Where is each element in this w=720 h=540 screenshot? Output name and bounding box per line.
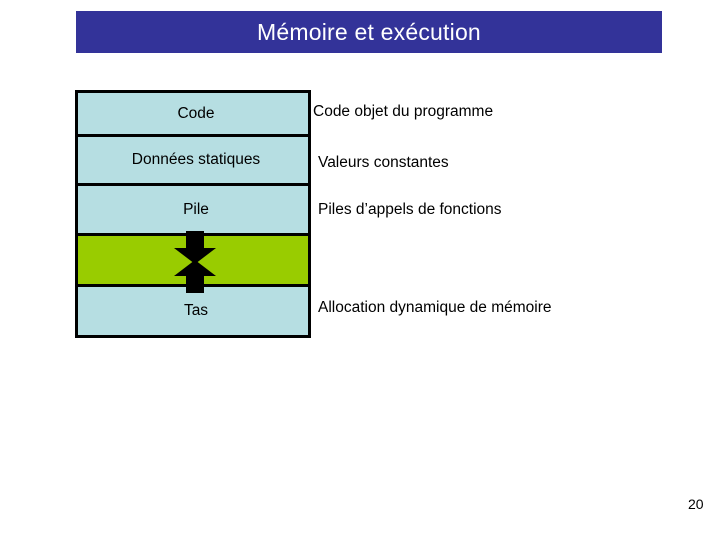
memory-segment-heap-label: Tas [183, 302, 209, 319]
description-code: Code objet du programme [313, 103, 494, 120]
description-stack: Piles d’appels de fonctions [318, 201, 502, 218]
memory-segment-stack: Pile [78, 186, 308, 236]
slide-title-bar: Mémoire et exécution [76, 11, 662, 53]
memory-segment-code: Code [78, 93, 308, 137]
memory-segment-code-label: Code [177, 104, 215, 122]
description-static-data: Valeurs constantes [318, 154, 449, 171]
description-heap: Allocation dynamique de mémoire [318, 299, 552, 316]
memory-layout-diagram: Code Données statiques Pile Tas [75, 90, 311, 338]
memory-segment-stack-label: Pile [183, 200, 209, 218]
memory-segment-heap: Tas [78, 287, 308, 335]
memory-segment-static-data-label: Données statiques [131, 151, 261, 168]
page-title: Mémoire et exécution [257, 18, 481, 45]
memory-segment-static-data: Données statiques [78, 137, 308, 186]
memory-segment-free-space [78, 236, 308, 287]
slide-number: 20 [688, 496, 704, 512]
